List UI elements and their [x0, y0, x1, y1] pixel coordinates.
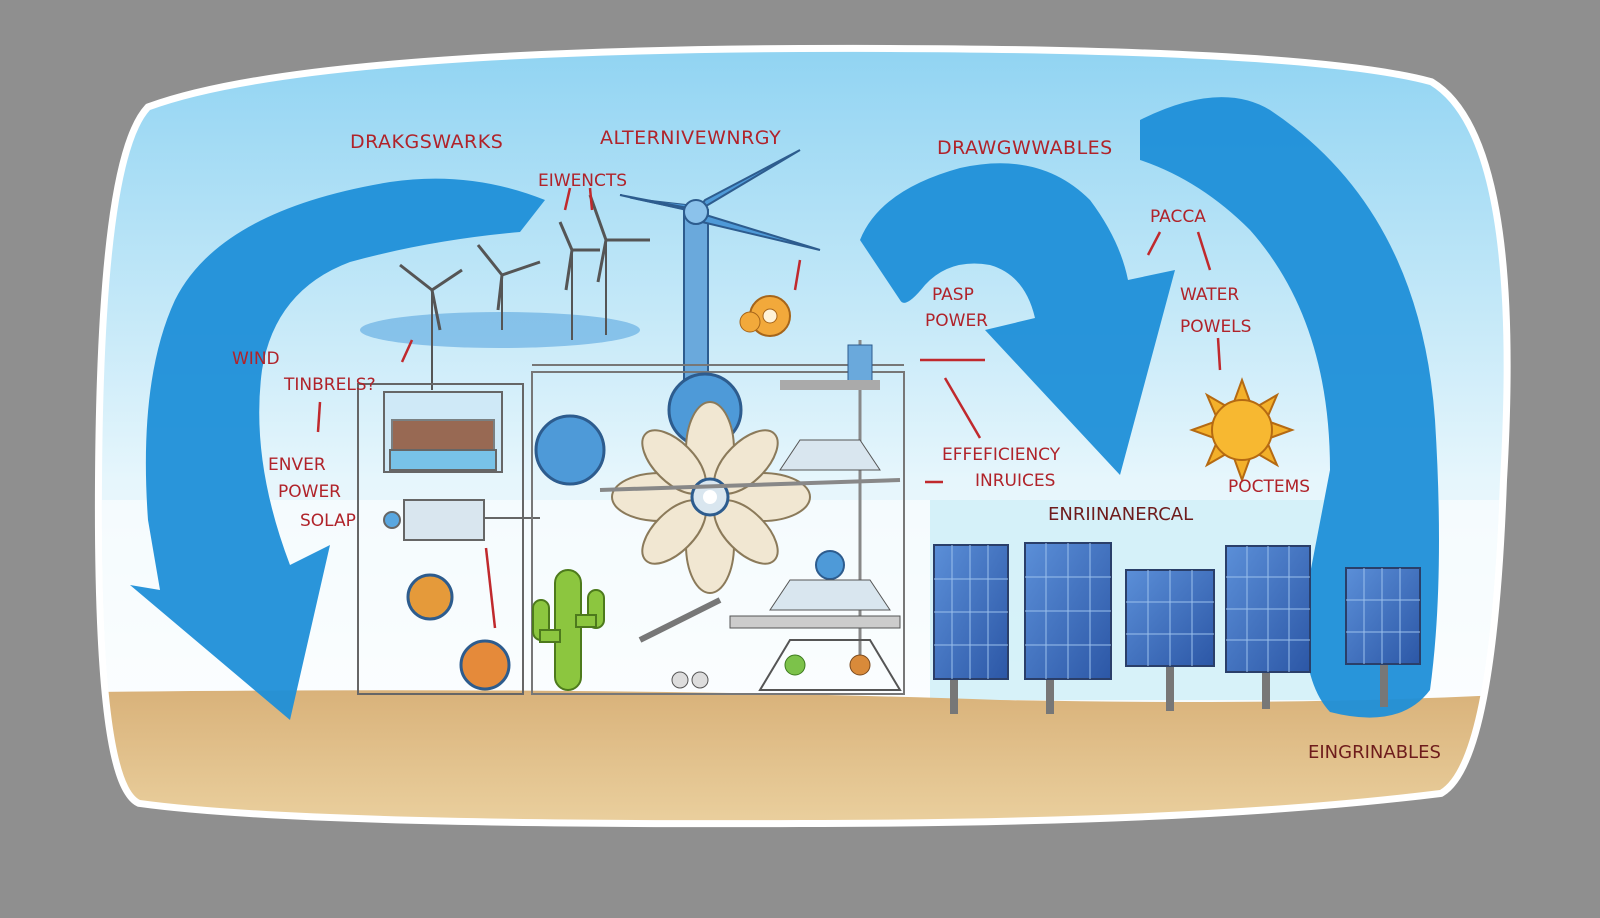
wind-turbine-icon [588, 194, 650, 335]
left-machine-frame [357, 383, 540, 695]
label-water: WATER [1180, 285, 1239, 305]
label-pacca: PACCA [1150, 207, 1206, 227]
label-solap: SOLAP [300, 511, 356, 531]
right-curved-arrow-icon [860, 163, 1175, 475]
fan-icon [815, 550, 845, 580]
flower-petals [611, 401, 811, 594]
solar-panel-icon [933, 544, 1009, 714]
solar-panel-icon [1125, 569, 1215, 711]
fan-icon [534, 414, 606, 486]
drop-icon [784, 654, 806, 676]
label-eingrinables: EINGRINABLES [1308, 742, 1441, 763]
sun-icon [1189, 377, 1295, 483]
label-eiencts: EIWENCTS [538, 171, 627, 191]
label-poctems: POCTEMS [1228, 477, 1310, 497]
left-curved-arrow-icon [130, 178, 545, 721]
label-wind: WIND [232, 349, 280, 369]
cactus-icon [532, 569, 605, 691]
solar-panel-icon [1225, 545, 1311, 709]
water-patch [360, 312, 640, 348]
label-enver: ENVER [268, 455, 326, 475]
solar-panels [933, 542, 1421, 714]
label-drawbacks-left: DRAKGSWARKS [350, 131, 503, 153]
label-powels: POWELS [1180, 317, 1251, 337]
flower-fan-machine-icon [531, 340, 905, 695]
large-wind-turbine-icon [619, 149, 821, 381]
small-wind-turbines [360, 194, 650, 390]
gear-icon [739, 295, 791, 337]
labels: DRAKGSWARKS ALTERNIVEWNRGY DRAWGWWABLES … [232, 127, 1441, 763]
annotation-arrows [316, 187, 1222, 629]
wind-turbine-icon [399, 263, 463, 390]
solar-panel-icon [1024, 542, 1112, 714]
ground [101, 690, 1504, 821]
wind-turbine-icon [476, 244, 541, 330]
label-inruices: INRUICES [975, 471, 1055, 491]
label-drawbacks-right: DRAWGWWABLES [937, 137, 1113, 159]
label-title: ALTERNIVEWNRGY [600, 127, 781, 149]
label-effeciency: EFFEFICIENCY [942, 445, 1061, 465]
rotor-icon [459, 639, 511, 691]
label-power-right: POWER [925, 311, 988, 331]
label-enrinanercal: ENRIINANERCAL [1048, 504, 1193, 525]
label-tinbrels: TINBRELS? [283, 375, 376, 395]
label-power-left: POWER [278, 482, 341, 502]
right-big-arrow-icon [1140, 97, 1439, 718]
solar-panel-icon [1345, 567, 1421, 707]
label-pasp: PASP [932, 285, 974, 305]
wind-turbine-icon [558, 221, 600, 340]
rotor-icon [406, 573, 454, 621]
